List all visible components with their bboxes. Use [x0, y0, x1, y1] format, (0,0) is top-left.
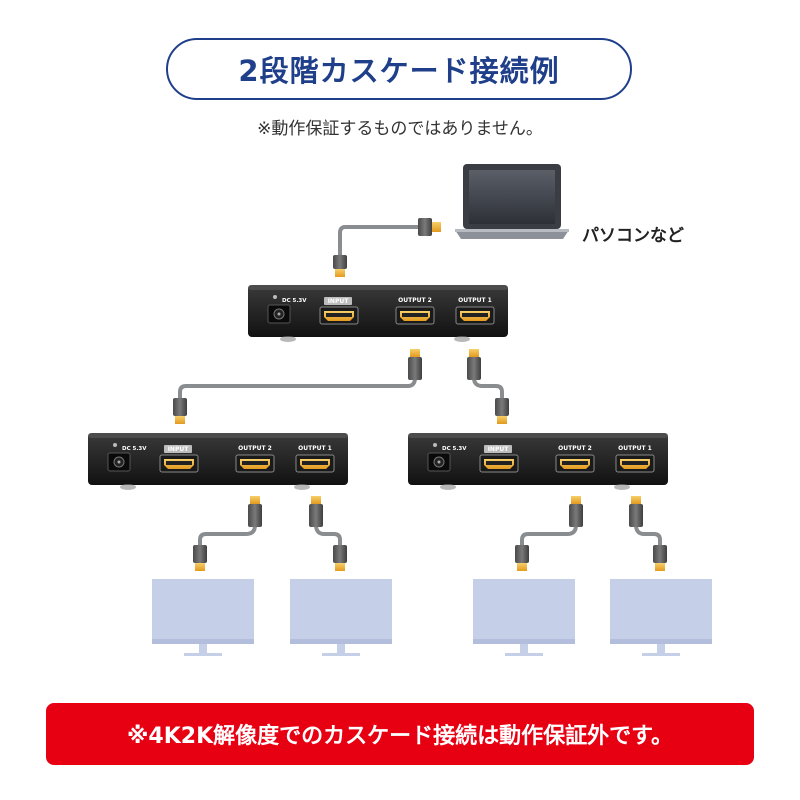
hdmi-cable	[193, 496, 667, 571]
laptop-icon	[455, 164, 569, 239]
monitor-icon	[610, 579, 712, 656]
output2-port-label: OUTPUT 2	[558, 445, 592, 452]
hdmi-cable	[333, 218, 441, 277]
input-port-label: INPUT	[328, 298, 350, 305]
input-port-label: INPUT	[488, 446, 510, 453]
splitter-device-top: INPUT OUTPUT 2 OUTPUT 1 DC 5.3V	[247, 284, 509, 343]
title-pill: 2段階カスケード接続例	[166, 38, 632, 100]
output2-port-label: OUTPUT 2	[398, 297, 432, 304]
monitor-icon	[290, 579, 392, 656]
dc-label: DC 5.3V	[122, 446, 147, 452]
dc-label: DC 5.3V	[442, 446, 467, 452]
input-port-label: INPUT	[168, 446, 190, 453]
disclaimer-note: ※動作保証するものではありません。	[257, 119, 543, 139]
monitor-icon	[152, 579, 254, 656]
output1-port-label: OUTPUT 1	[618, 445, 652, 452]
splitter-device-right: INPUT OUTPUT 2 OUTPUT 1 DC 5.3V	[407, 432, 669, 491]
pc-label: パソコンなど	[582, 226, 684, 246]
splitter-device-left: INPUT OUTPUT 2 OUTPUT 1 DC 5.3V	[87, 432, 349, 491]
page-title: 2段階カスケード接続例	[238, 54, 560, 88]
output1-port-label: OUTPUT 1	[298, 445, 332, 452]
output2-port-label: OUTPUT 2	[238, 445, 272, 452]
hdmi-cable	[173, 349, 509, 424]
warning-banner: ※4K2K解像度でのカスケード接続は動作保証外です。	[46, 703, 754, 765]
monitor-icon	[473, 579, 575, 656]
dc-label: DC 5.3V	[282, 298, 307, 304]
warning-text: ※4K2K解像度でのカスケード接続は動作保証外です。	[127, 724, 673, 749]
output1-port-label: OUTPUT 1	[458, 297, 492, 304]
